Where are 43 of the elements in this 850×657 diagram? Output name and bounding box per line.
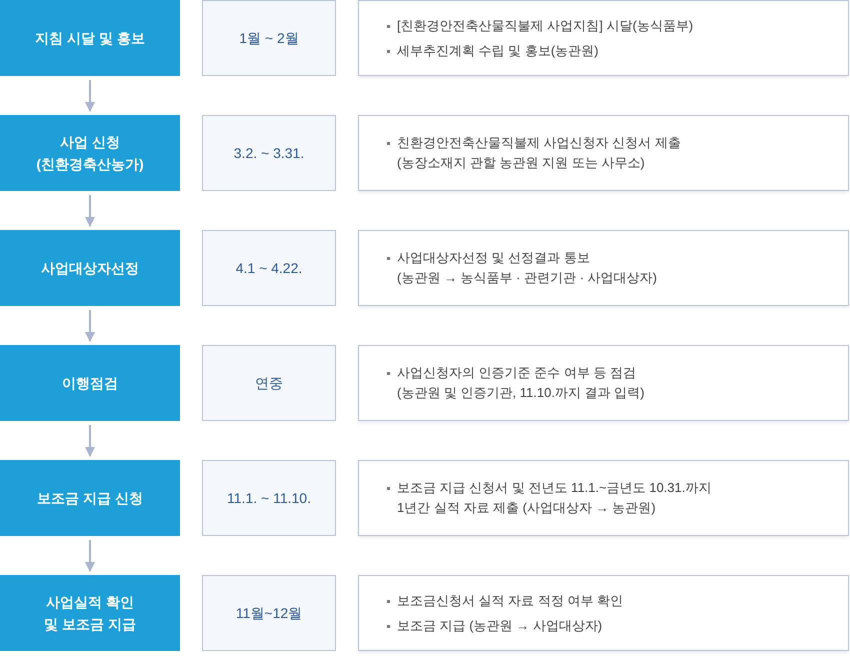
- period-box: [202, 115, 336, 191]
- detail-text: [친환경안전축산물직불제 사업지침] 시달(농식품부): [397, 16, 694, 35]
- detail-box: [358, 230, 849, 306]
- period-text: 11.1. ~ 11.10.: [227, 489, 311, 508]
- detail-text: 보조금 지급 신청서 및 전년도 11.1.~금년도 10.31.까지 1년간 실적 자료 제출 (사업대상자 → 농관원): [397, 479, 712, 517]
- arrow: [85, 540, 95, 572]
- detail-box: [358, 0, 849, 76]
- stage-title: 보조금 지급 신청: [37, 489, 143, 508]
- period-box: [202, 460, 336, 536]
- stage-box: [0, 230, 180, 306]
- period-box: [202, 0, 336, 76]
- stage-box: [0, 575, 180, 651]
- period-text: 11월~12월: [236, 604, 302, 623]
- stage-box: [0, 345, 180, 421]
- detail-box: [358, 115, 849, 191]
- detail-text: 세부추진계획 수립 및 홍보(농관원): [397, 42, 598, 60]
- stage-title: 사업 신청 (친환경축산농가): [36, 133, 144, 174]
- period-box: [202, 230, 336, 306]
- detail-box: [358, 345, 849, 421]
- detail-text: 사업대상자선정 및 선정결과 통보 (농관원 → 농식품부 · 관련기관 · 사업대상자): [397, 249, 657, 287]
- period-text: 4.1 ~ 4.22.: [236, 259, 302, 278]
- arrow: [85, 310, 95, 342]
- detail-text: 보조금 지급 (농관원 → 사업대상자): [397, 616, 602, 635]
- arrow: [85, 80, 95, 112]
- stage-box: [0, 115, 180, 191]
- arrow: [85, 425, 95, 457]
- stage-box: [0, 460, 180, 536]
- period-text: 1월 ~ 2월: [239, 29, 299, 48]
- stage-title: 이행점검: [62, 374, 118, 393]
- detail-box: [358, 575, 849, 651]
- stage-box: [0, 0, 180, 76]
- arrow: [85, 195, 95, 227]
- detail-text: 보조금신청서 실적 자료 적정 여부 확인: [397, 592, 624, 610]
- period-box: [202, 575, 336, 651]
- detail-text: 친환경안전축산물직불제 사업신청자 신청서 제출 (농장소재지 관할 농관원 지원 또는 사무소): [397, 134, 681, 172]
- stage-title: 사업대상자선정: [41, 259, 139, 278]
- detail-text: 사업신청자의 인증기준 준수 여부 등 점검 (농관원 및 인증기관, 11.10.까지 결과 입력): [397, 364, 645, 402]
- stage-title: 사업실적 확인 및 보조금 지급: [44, 593, 136, 634]
- detail-box: [358, 460, 849, 536]
- period-text: 연중: [255, 374, 283, 393]
- period-text: 3.2. ~ 3.31.: [234, 144, 304, 163]
- stage-title: 지침 시달 및 홍보: [35, 29, 145, 48]
- period-box: [202, 345, 336, 421]
